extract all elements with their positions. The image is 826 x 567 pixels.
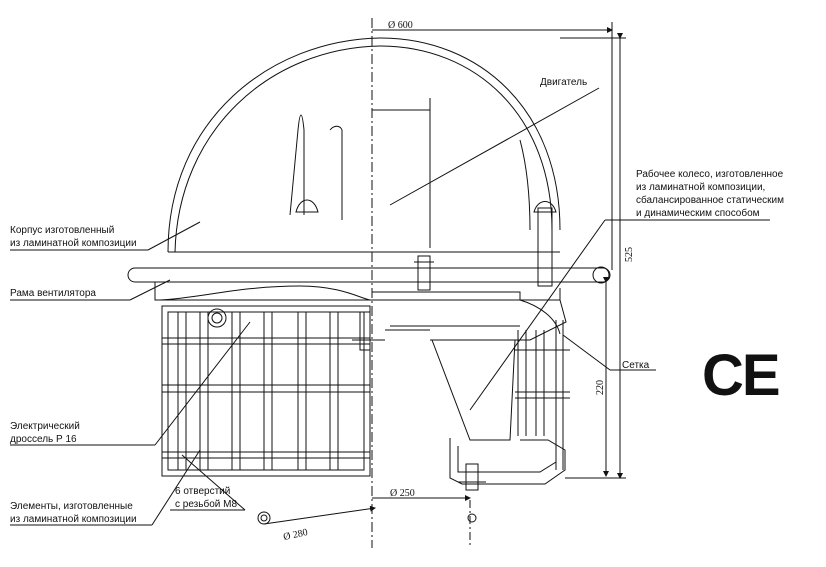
label-impeller-4: и динамическим способом bbox=[636, 208, 760, 219]
dimension-lines bbox=[263, 22, 626, 525]
label-housing-2: из ламинатной композиции bbox=[10, 238, 137, 249]
dome-housing bbox=[167, 37, 561, 253]
dim-diameter-top: Ø 600 bbox=[388, 20, 413, 31]
label-engine: Двигатель bbox=[540, 77, 588, 88]
dim-diameter-holes: Ø 280 bbox=[282, 527, 308, 543]
label-housing-1: Корпус изготовленный bbox=[10, 225, 115, 236]
leader-lines bbox=[10, 87, 770, 526]
label-impeller-2: из ламинатной композиции, bbox=[636, 182, 766, 193]
label-frame: Рама вентилятора bbox=[10, 288, 96, 299]
label-holes-1: 6 отверстий bbox=[175, 486, 231, 497]
label-impeller-1: Рабочее колесо, изготовленное bbox=[636, 169, 784, 180]
frame-bolts bbox=[352, 201, 557, 351]
impeller bbox=[372, 291, 567, 441]
label-elements-2: из ламинатной композиции bbox=[10, 514, 137, 525]
dim-height-lower: 220 bbox=[595, 380, 606, 395]
dim-diameter-bottom: Ø 250 bbox=[390, 488, 415, 499]
ce-mark: CE bbox=[702, 343, 781, 408]
label-choke-1: Электрический bbox=[10, 421, 80, 432]
base-bracket bbox=[257, 438, 566, 525]
label-mesh: Сетка bbox=[622, 360, 650, 371]
label-impeller-3: сбалансированное статическим bbox=[636, 195, 784, 206]
label-holes-2: с резьбой М8 bbox=[175, 499, 238, 510]
grille-mesh bbox=[161, 305, 570, 477]
dim-height-total: 525 bbox=[624, 247, 635, 262]
fan-frame bbox=[127, 266, 611, 301]
label-choke-2: дроссель Р 16 bbox=[10, 434, 77, 445]
label-elements-1: Элементы, изготовленные bbox=[10, 501, 133, 512]
